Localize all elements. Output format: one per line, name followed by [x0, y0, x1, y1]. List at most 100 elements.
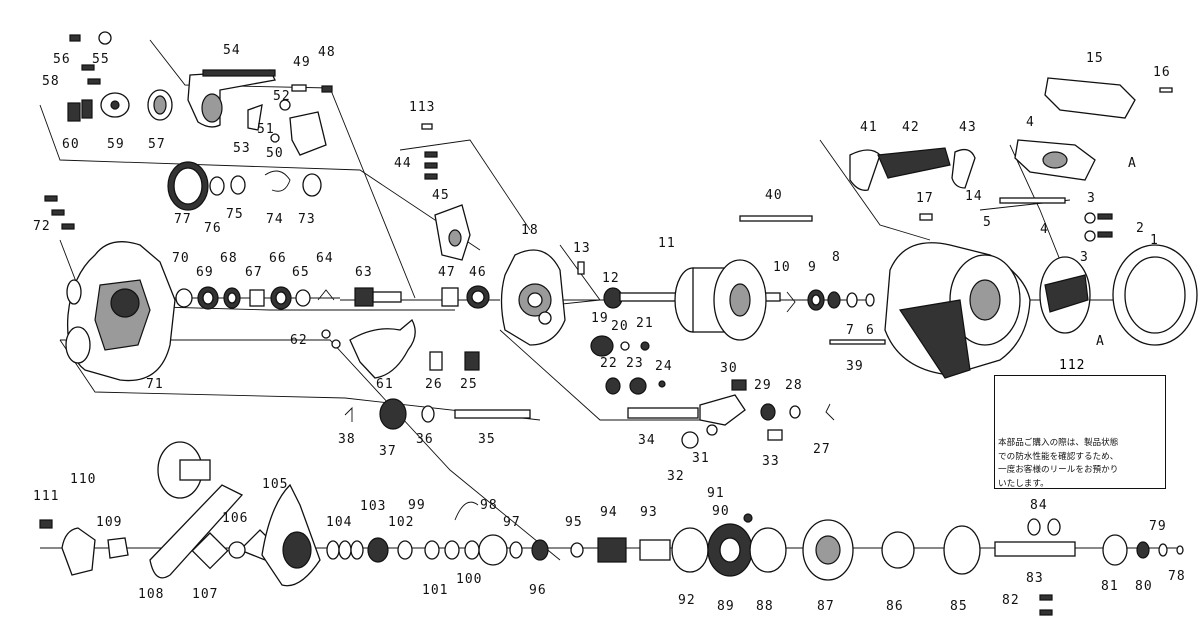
- label-108: 108: [138, 587, 164, 602]
- label-3a: 3: [1087, 191, 1096, 206]
- parts-41-43: [849, 147, 976, 191]
- label-98: 98: [480, 498, 498, 513]
- parts-12-13: [577, 261, 623, 309]
- label-89: 89: [717, 599, 735, 614]
- label-64: 64: [316, 251, 334, 266]
- label-79: 79: [1149, 519, 1167, 534]
- label-13: 13: [573, 241, 591, 256]
- label-68: 68: [220, 251, 238, 266]
- label-21: 21: [636, 316, 654, 331]
- side-plate: [65, 241, 176, 382]
- label-72: 72: [33, 219, 51, 234]
- label-73: 73: [298, 212, 316, 227]
- parts-1-4: [1039, 212, 1198, 346]
- label-54: 54: [223, 43, 241, 58]
- label-52: 52: [273, 89, 291, 104]
- label-18: 18: [521, 223, 539, 238]
- label-11: 11: [658, 236, 676, 251]
- label-78: 78: [1168, 569, 1186, 584]
- label-39: 39: [846, 359, 864, 374]
- handle-assembly: [39, 441, 1184, 616]
- label-103: 103: [360, 499, 386, 514]
- label-94: 94: [600, 505, 618, 520]
- label-56: 56: [53, 52, 71, 67]
- label-81: 81: [1101, 579, 1119, 594]
- label-38: 38: [338, 432, 356, 447]
- label-44: 44: [394, 156, 412, 171]
- label-5: 5: [983, 215, 992, 230]
- label-71: 71: [146, 377, 164, 392]
- spool-11: [619, 259, 781, 341]
- label-77: 77: [174, 212, 192, 227]
- label-1: 1: [1150, 233, 1159, 248]
- label-48: 48: [318, 45, 336, 60]
- label-24: 24: [655, 359, 673, 374]
- label-113: 113: [409, 100, 435, 115]
- label-100: 100: [456, 572, 482, 587]
- label-80: 80: [1135, 579, 1153, 594]
- label-99: 99: [408, 498, 426, 513]
- label-30: 30: [720, 361, 738, 376]
- label-83: 83: [1026, 571, 1044, 586]
- label-16: 16: [1153, 65, 1171, 80]
- label-112: 112: [1057, 358, 1088, 373]
- screws-72: [44, 195, 75, 230]
- label-3b: 3: [1080, 250, 1089, 265]
- parts-25-26: [429, 351, 480, 371]
- label-4a: 4: [1040, 222, 1049, 237]
- label-55: 55: [92, 52, 110, 67]
- label-7: 7: [846, 323, 855, 338]
- label-51: 51: [257, 122, 275, 137]
- parts-73-77: [167, 161, 322, 211]
- parts-4-15-16-17: [919, 77, 1173, 221]
- label-31: 31: [692, 451, 710, 466]
- label-4b: 4: [1026, 115, 1035, 130]
- label-85: 85: [950, 599, 968, 614]
- body-5: [884, 242, 1031, 379]
- label-49: 49: [293, 55, 311, 70]
- label-34: 34: [638, 433, 656, 448]
- label-2: 2: [1136, 221, 1145, 236]
- label-12: 12: [602, 271, 620, 286]
- label-106: 106: [222, 511, 248, 526]
- label-40: 40: [765, 188, 783, 203]
- label-29: 29: [754, 378, 772, 393]
- label-91: 91: [707, 486, 725, 501]
- label-22: 22: [600, 356, 618, 371]
- label-88: 88: [756, 599, 774, 614]
- label-90: 90: [712, 504, 730, 519]
- label-33: 33: [762, 454, 780, 469]
- label-23: 23: [626, 356, 644, 371]
- label-76: 76: [204, 221, 222, 236]
- label-9: 9: [808, 260, 817, 275]
- label-97: 97: [503, 515, 521, 530]
- label-17: 17: [916, 191, 934, 206]
- label-42: 42: [902, 120, 920, 135]
- label-62: 62: [290, 333, 308, 348]
- label-14: 14: [965, 189, 983, 204]
- label-95: 95: [565, 515, 583, 530]
- label-27: 27: [813, 442, 831, 457]
- label-46: 46: [469, 265, 487, 280]
- note-text: 本部品ご購入の際は、製品状態 での防水性能を確認するため、 一度お客様のリールを…: [998, 438, 1119, 489]
- label-67: 67: [245, 265, 263, 280]
- label-26: 26: [425, 377, 443, 392]
- label-65: 65: [292, 265, 310, 280]
- label-37: 37: [379, 444, 397, 459]
- label-104: 104: [326, 515, 352, 530]
- label-41: 41: [860, 120, 878, 135]
- label-109: 109: [96, 515, 122, 530]
- parts-46-47: [441, 285, 490, 309]
- frame-18: [500, 249, 566, 346]
- label-50: 50: [266, 146, 284, 161]
- label-15: 15: [1086, 51, 1104, 66]
- label-10: 10: [773, 260, 791, 275]
- parts-6-10: [786, 289, 875, 313]
- label-ref-a-1: A: [1128, 156, 1137, 171]
- label-60: 60: [62, 137, 80, 152]
- label-47: 47: [438, 265, 456, 280]
- label-105: 105: [262, 477, 288, 492]
- part-labels: 1 2 3 3 4 4 5 6 7 8 9 10 11 12 13 14 15 …: [33, 43, 1186, 614]
- parts-19-24: [590, 335, 666, 395]
